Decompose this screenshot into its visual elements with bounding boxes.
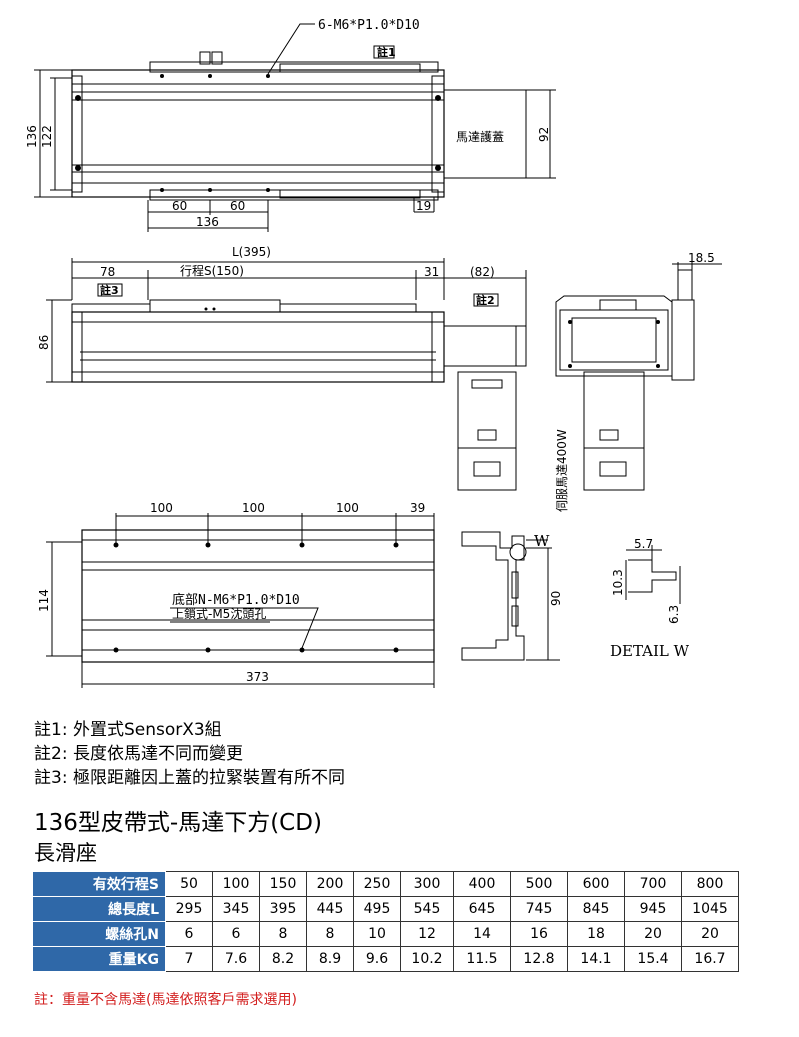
dim-60-b: 60 [230,199,245,213]
note-1: 註1: 外置式SensorX3組 [34,720,222,740]
table-cell: 10.2 [400,946,454,972]
dim-100-a: 100 [150,501,173,515]
table-cell: 645 [453,896,511,922]
table-cell: 100 [212,871,260,897]
callout-top-text: 6-M6*P1.0*D10 [318,18,420,33]
dim-10-3: 10.3 [611,569,625,596]
dim-136-height: 136 [25,125,39,148]
dim-92: 92 [537,127,551,142]
table-cell: 16.7 [681,946,739,972]
table-cell: 800 [681,871,739,897]
footnote: 註：重量不含馬達(馬達依照客戶需求選用) [34,992,297,1008]
bottom-callout-sub: 上鎖式-M5沈頭孔 [172,606,266,621]
page-subtitle: 長滑座 [34,841,97,865]
technical-drawing: 6-M6*P1.0*D10 註1 馬達護蓋 136 122 92 60 60 1… [25,18,722,688]
table-cell: 745 [510,896,568,922]
row-header: 有效行程S [32,871,166,897]
table-cell: 400 [453,871,511,897]
table-cell: 6 [165,921,213,947]
table-cell: 18 [567,921,625,947]
note1-tag: 註1 [377,45,396,59]
table-cell: 6 [212,921,260,947]
table-cell: 14 [453,921,511,947]
detail-w-label: DETAIL W [610,642,690,660]
dim-78: 78 [100,265,115,279]
table-cell: 12 [400,921,454,947]
table-cell: 8 [259,921,307,947]
table-cell: 20 [681,921,739,947]
dim-100-c: 100 [336,501,359,515]
table-cell: 8.9 [306,946,354,972]
table-cell: 445 [306,896,354,922]
table-cell: 150 [259,871,307,897]
table-cell: 10 [353,921,401,947]
table-cell: 945 [624,896,682,922]
table-cell: 9.6 [353,946,401,972]
bottom-callout-text: 底部N-M6*P1.0*D10 [172,592,300,608]
table-cell: 16 [510,921,568,947]
dim-114: 114 [37,589,51,612]
table-cell: 11.5 [453,946,511,972]
dim-18-5: 18.5 [688,251,715,265]
motor-cover-label: 馬達護蓋 [456,129,504,144]
dim-100-b: 100 [242,501,265,515]
dim-39: 39 [410,501,425,515]
row-header: 重量KG [32,946,166,972]
dim-82: (82) [470,265,495,279]
table-cell: 15.4 [624,946,682,972]
dim-5-7: 5.7 [634,537,653,551]
table-cell: 7.6 [212,946,260,972]
dim-136-width: 136 [196,215,219,229]
notes: 註1: 外置式SensorX3組 註2: 長度依馬達不同而變更 註3: 極限距離… [34,718,345,790]
table-cell: 395 [259,896,307,922]
dim-90: 90 [549,591,563,606]
table-cell: 845 [567,896,625,922]
note3-tag: 註3 [100,283,119,297]
table-cell: 8 [306,921,354,947]
w-marker: W [534,532,550,550]
note2-tag: 註2 [476,293,495,307]
row-header: 總長度L [32,896,166,922]
table-cell: 20 [624,921,682,947]
table-cell: 545 [400,896,454,922]
dim-L: L(395) [232,245,271,259]
table-cell: 295 [165,896,213,922]
dim-stroke: 行程S(150) [180,263,244,278]
servo-motor-label: 伺服馬達400W [555,429,569,512]
dim-31: 31 [424,265,439,279]
table-cell: 345 [212,896,260,922]
dim-60-a: 60 [172,199,187,213]
page-title: 136型皮帶式-馬達下方(CD) [34,810,322,836]
dim-122: 122 [40,125,54,148]
dim-86: 86 [37,335,51,350]
table-cell: 200 [306,871,354,897]
table-cell: 14.1 [567,946,625,972]
table-cell: 700 [624,871,682,897]
table-cell: 12.8 [510,946,568,972]
table-cell: 50 [165,871,213,897]
table-cell: 250 [353,871,401,897]
table-cell: 8.2 [259,946,307,972]
table-cell: 7 [165,946,213,972]
table-cell: 500 [510,871,568,897]
dim-19: 19 [416,199,431,213]
note-3: 註3: 極限距離因上蓋的拉緊裝置有所不同 [34,768,345,788]
table-cell: 495 [353,896,401,922]
note-2: 註2: 長度依馬達不同而變更 [34,744,243,764]
table-cell: 300 [400,871,454,897]
dim-373: 373 [246,670,269,684]
table-cell: 1045 [681,896,739,922]
table-cell: 600 [567,871,625,897]
dim-6-3: 6.3 [667,605,681,624]
row-header: 螺絲孔N [32,921,166,947]
